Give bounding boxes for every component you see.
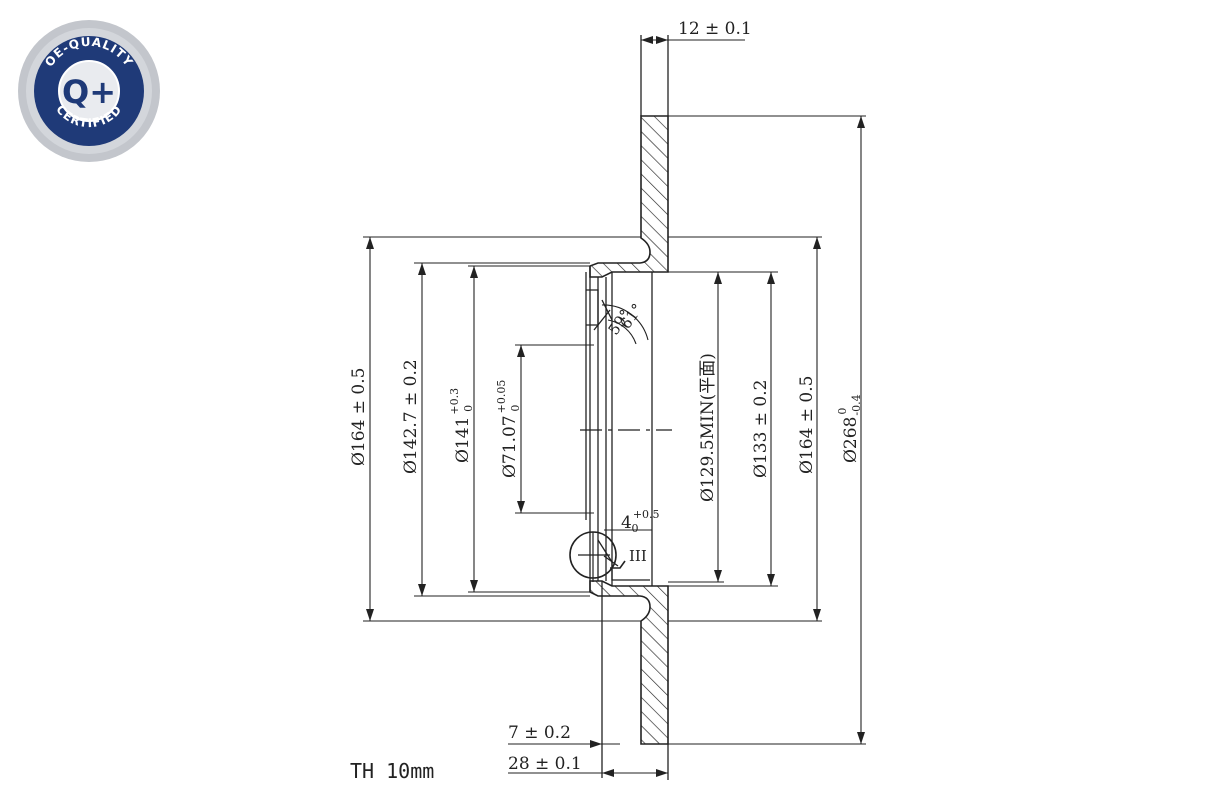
dim-d141-sub: 0	[462, 405, 475, 412]
dim-d141-main: Ø141	[453, 417, 473, 463]
dim-d164-right: Ø164 ± 0.5	[797, 376, 817, 474]
dim-28: 28 ± 0.1	[508, 754, 582, 774]
dim-d71-07-sub: 0	[509, 405, 522, 412]
dim-d141-sup: +0.3	[448, 388, 461, 415]
dim-d268-main: Ø268	[841, 417, 861, 463]
dim-d268-sup: 0	[836, 408, 849, 415]
dim-d133: Ø133 ± 0.2	[751, 380, 771, 478]
thickness-note: TH 10mm	[350, 759, 434, 783]
extension-lines	[363, 115, 866, 745]
dim-d71-07-sup: +0.05	[495, 380, 508, 414]
dim-7: 7 ± 0.2	[508, 723, 571, 743]
dim-d268: Ø268 0-0.4	[836, 394, 863, 463]
disc-section-upper	[589, 115, 669, 278]
detail-iii-marker	[569, 531, 626, 582]
dim-d71-07-main: Ø71.07	[500, 415, 520, 478]
oe-quality-badge: OE-QUALITY CERTIFIED Q+	[18, 20, 160, 162]
dim-d71-07: Ø71.07+0.050	[495, 380, 522, 478]
dim-d129-5: Ø129.5MIN(平面)	[698, 353, 718, 502]
dim-d164-left: Ø164 ± 0.5	[349, 368, 369, 466]
disc-section	[589, 115, 669, 745]
dim-depth-4-sub: 0	[632, 522, 639, 535]
dim-d268-sub: -0.4	[850, 394, 863, 415]
arrowheads	[366, 36, 865, 777]
dim-d142-7: Ø142.7 ± 0.2	[401, 359, 421, 474]
dim-depth-4-sup: +0.5	[633, 508, 660, 521]
detail-mark-iii: III	[629, 547, 647, 565]
disc-section-lower	[589, 580, 669, 745]
dimension-lines	[369, 39, 862, 774]
dim-depth-4-main: 4	[621, 513, 632, 533]
dim-thickness-12: 12 ± 0.1	[678, 19, 752, 39]
badge-center-text: Q+	[62, 73, 116, 111]
dim-d141: Ø141 +0.30	[448, 388, 475, 463]
